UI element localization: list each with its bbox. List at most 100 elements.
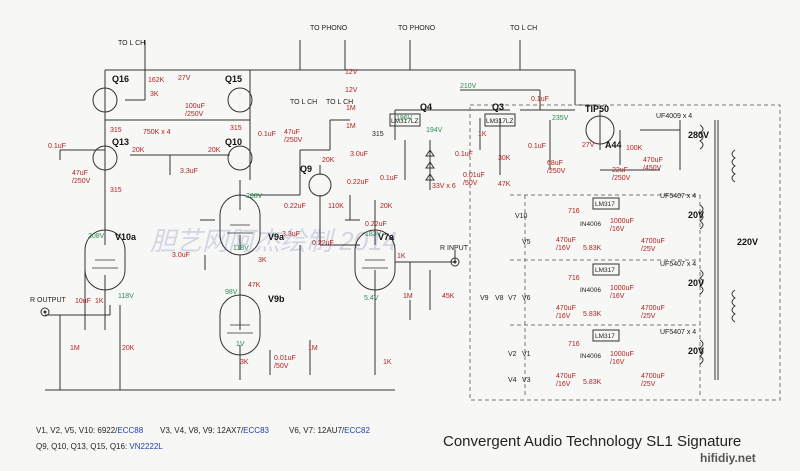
val-20k-b: 20K	[208, 147, 221, 154]
val-01uf-d: 0.1uF	[455, 151, 473, 158]
mosfet-symbols	[92, 87, 615, 197]
reg-r3-label: LM317	[595, 333, 615, 340]
volt-210v: 210V	[460, 83, 477, 90]
volt-208v-b: 208V	[246, 193, 263, 200]
component-labels: TO L CH TO L CH TO L CH TO L CH TO PHONO…	[30, 25, 758, 360]
q15-label: Q15	[225, 74, 242, 84]
q4-regulator	[389, 113, 421, 127]
val-100k: 100K	[626, 145, 643, 152]
r-input-label: R INPUT	[440, 245, 469, 252]
val-3k-b: 3K	[258, 257, 267, 264]
val-01uf-e: 0.1uF	[528, 143, 546, 150]
v10a-tube	[84, 229, 126, 291]
component-values: 162K 27V 100uF /250V 3K 750K x 4 315 315…	[48, 69, 665, 388]
to-lch-3: TO L CH	[326, 99, 353, 106]
input-jack	[450, 257, 460, 267]
voltage-annotations: 210V 196V 194V 235V 208V 208V 118V 118V …	[88, 83, 569, 348]
volt-196v: 196V	[396, 115, 413, 122]
uf5407a-label: UF5407 x 4	[660, 193, 696, 200]
val-33uf-b: 3.3uF	[282, 231, 300, 238]
val-250v-e: /250V	[612, 175, 631, 182]
v9a-tube	[219, 194, 261, 256]
val-315-a: 315	[110, 127, 122, 134]
val-30k: 30K	[498, 155, 511, 162]
heater-v5: V5	[522, 239, 531, 246]
val-162k: 162K	[148, 77, 165, 84]
zener-stack	[425, 149, 435, 181]
q4-reg-label: LM317LZ	[391, 118, 418, 125]
val-20k-c: 20K	[322, 157, 335, 164]
val-001uf: 0.01uF	[463, 172, 485, 179]
val-27v: 27V	[178, 75, 191, 82]
val-45k: 45K	[442, 293, 455, 300]
val-1m-d: 1M	[308, 345, 318, 352]
val-716-b: 716	[568, 275, 580, 282]
val-1k-a: 1K	[478, 131, 487, 138]
v9a-label: V9a	[268, 232, 285, 242]
val-20k-e: 20K	[122, 345, 135, 352]
val-470uf-b: 470uF	[556, 237, 576, 244]
uf4009-label: UF4009 x 4	[656, 113, 692, 120]
a44-label: A44	[605, 140, 622, 150]
volt-183v: 183V	[365, 231, 382, 238]
val-315-b: 315	[230, 125, 242, 132]
val-4700uf-b: 4700uF	[641, 305, 665, 312]
val-1k-d: 1K	[383, 359, 392, 366]
val-110k: 110K	[328, 203, 344, 210]
lm317-c	[592, 329, 620, 342]
to-lch-2: TO L CH	[290, 99, 317, 106]
val-1000uf-a: 1000uF	[610, 218, 634, 225]
legend-line-1c: V6, V7: 12AU7/ECC82	[289, 426, 370, 435]
q16-label: Q16	[112, 74, 129, 84]
heater-v7: V7	[508, 295, 517, 302]
val-47uf-b: 47uF	[284, 129, 300, 136]
val-20k-a: 20K	[132, 147, 145, 154]
psu-sections	[510, 194, 701, 395]
q3-label: Q3	[492, 102, 504, 112]
uf5407b-label: UF5407 x 4	[660, 261, 696, 268]
val-315-c: 315	[110, 187, 122, 194]
q9-symbol	[308, 173, 332, 197]
val-25v-a: /25V	[641, 246, 656, 253]
tube-symbols	[84, 194, 396, 356]
val-250v-d: /250V	[547, 168, 566, 175]
val-16v-b: /16V	[610, 293, 625, 300]
watermark: 胆艺网阿杰绘制 2014	[150, 226, 397, 256]
q3-reg-label: LM317LZ	[486, 118, 513, 125]
val-47uf-a: 47uF	[72, 170, 88, 177]
val-583k-c: 5.83K	[583, 379, 602, 386]
val-16v-a: /16V	[610, 226, 625, 233]
q9-label: Q9	[300, 164, 312, 174]
reg-r1-label: LM317	[595, 201, 615, 208]
val-16v-e: /16V	[556, 313, 571, 320]
val-716-c: 716	[568, 341, 580, 348]
volt-20v-b: 20V	[688, 278, 704, 288]
val-470uf-a: 470uF	[643, 157, 663, 164]
val-4700uf-a: 4700uF	[641, 238, 665, 245]
val-16v-d: /16V	[556, 245, 571, 252]
volt-98v: 98V	[225, 289, 238, 296]
val-1k-c: 1K	[397, 253, 406, 260]
v7a-label: V7a	[378, 232, 395, 242]
val-1000uf-c: 1000uF	[610, 351, 634, 358]
in4006c-label: IN4006	[580, 353, 601, 360]
val-12v-b: 12V	[345, 87, 358, 94]
val-68uf: 68uF	[547, 160, 563, 167]
q10-symbol	[227, 145, 253, 171]
val-1m-c: 1M	[403, 293, 413, 300]
val-16v-c: /16V	[610, 359, 625, 366]
volt-194v: 194V	[426, 127, 443, 134]
volt-20v-c: 20V	[688, 346, 704, 356]
diagram-title: Convergent Audio Technology SL1 Signatur…	[443, 433, 741, 450]
val-470uf-c: 470uF	[556, 305, 576, 312]
val-01uf-f: 0.1uF	[531, 96, 549, 103]
val-583k-b: 5.83K	[583, 311, 602, 318]
val-10uf: 10uF	[75, 298, 91, 305]
lm317-b	[592, 263, 620, 276]
volt-5-4v: 5.4V	[364, 295, 379, 302]
legend: V1, V2, V5, V10: 6922/ECC88 V3, V4, V8, …	[36, 426, 370, 451]
wiring	[45, 40, 719, 391]
uf5407c-label: UF5407 x 4	[660, 329, 696, 336]
to-phono-2: TO PHONO	[398, 25, 436, 32]
